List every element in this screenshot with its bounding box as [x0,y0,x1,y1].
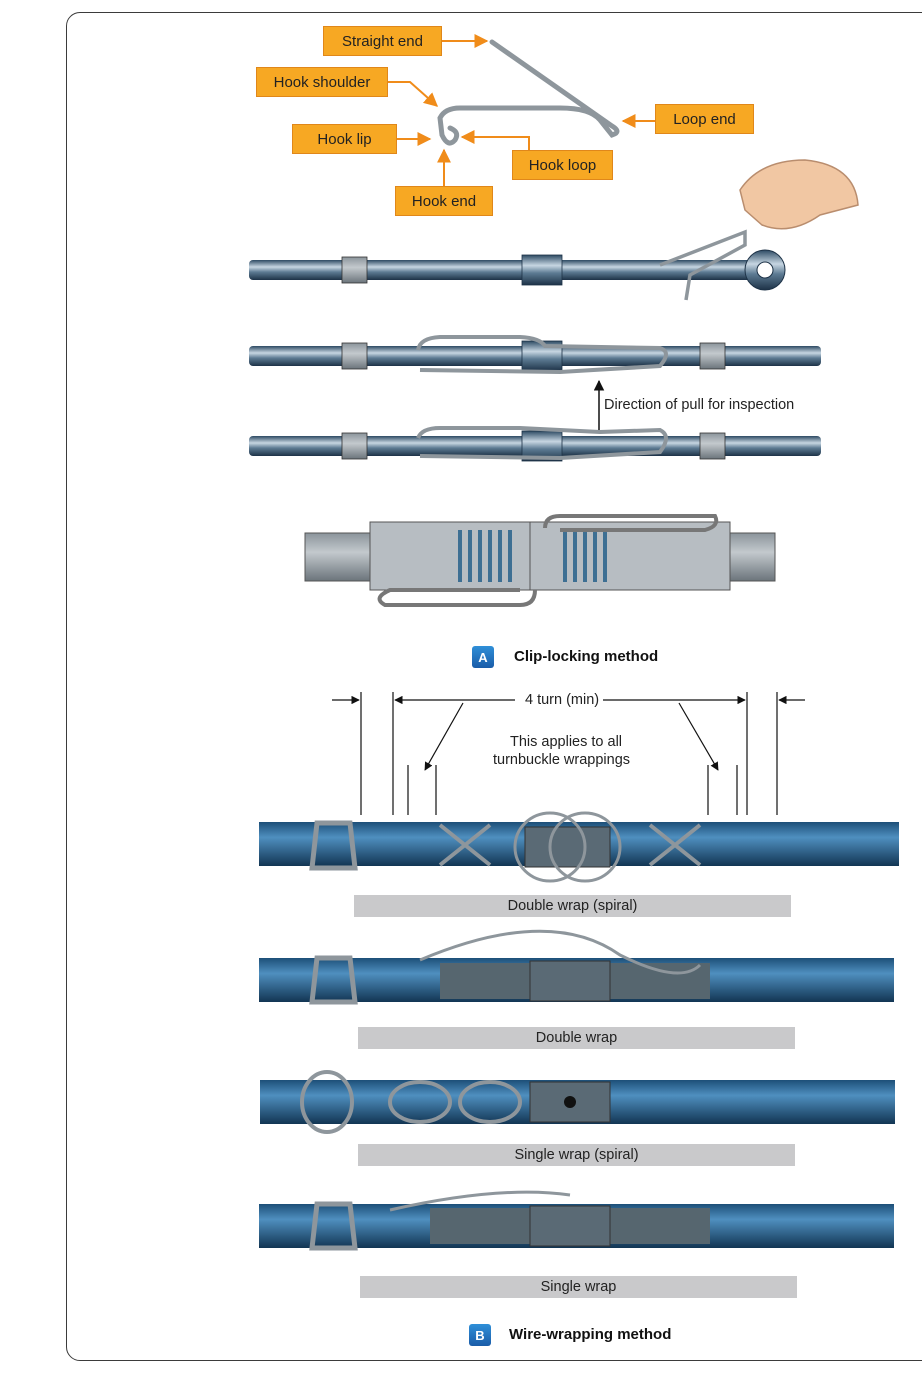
hand-icon [739,159,859,230]
callout-hook-loop: Hook loop [512,150,613,180]
turns-label: 4 turn (min) [525,692,600,708]
pull-direction-label: Direction of pull for inspection [604,397,795,413]
turnbuckle-single-spiral [260,1070,895,1134]
callout-straight-end: Straight end [323,26,442,56]
clip-rod-inspection [249,426,821,462]
turnbuckle-double [259,929,894,1005]
section-a-badge: A [472,646,494,668]
clip-cutaway [304,514,776,607]
label-double-wrap: Double wrap [358,1027,795,1049]
label-single-wrap-spiral: Single wrap (spiral) [358,1144,795,1166]
callout-loop-end: Loop end [655,104,754,134]
applies-note-line2: turnbuckle wrappings [493,752,631,768]
label-single-wrap: Single wrap [360,1276,797,1298]
turnbuckle-single [259,1190,894,1251]
section-b-badge: B [469,1324,491,1346]
clip-rod-insert [249,159,859,301]
dimension-lines [332,692,805,815]
callout-hook-shoulder: Hook shoulder [256,67,388,97]
clip-wire [437,39,620,146]
callout-hook-end: Hook end [395,186,493,216]
label-double-wrap-spiral: Double wrap (spiral) [354,895,791,917]
figure-frame [66,12,922,1361]
applies-note-line1: This applies to all [510,734,623,750]
callout-arrows [388,34,655,186]
turnbuckle-double-spiral [259,811,899,883]
section-a-title: Clip-locking method [514,648,659,665]
callout-hook-lip: Hook lip [292,124,397,154]
section-b-title: Wire-wrapping method [509,1326,672,1343]
clip-rod-installed [249,335,821,375]
